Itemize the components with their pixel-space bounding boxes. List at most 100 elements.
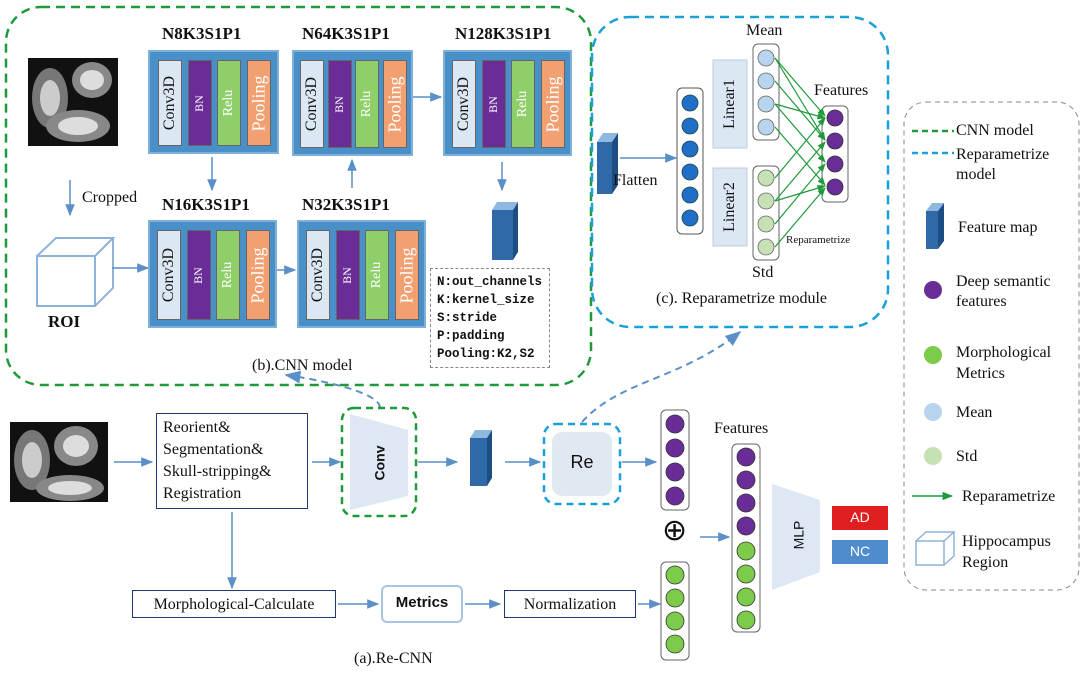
roi-cube	[36, 237, 116, 307]
legend-deep-1: Deep semantic	[956, 273, 1051, 290]
layer-conv3d-label: Conv3D	[455, 76, 473, 132]
reparametrize-small-label: Reparametrize	[786, 234, 851, 246]
legend-std: Std	[956, 448, 978, 465]
mlp-label-wrap: MLP	[778, 520, 818, 550]
layer-conv3d-label: Conv3D	[160, 75, 178, 131]
layer-bn-label: BN	[332, 95, 347, 113]
preprocess-step-4: Registration	[163, 485, 242, 502]
preprocess-step-3: Skull-stripping&	[163, 463, 272, 480]
std-label: Std	[752, 264, 774, 281]
reparam-features-column	[821, 105, 849, 203]
block-title-n32: N32K3S1P1	[302, 195, 390, 214]
concat-symbol: ⊕	[662, 513, 688, 548]
nc-box	[832, 540, 888, 564]
layer-pooling-label: Pooling	[384, 75, 405, 133]
linear1-box	[712, 59, 748, 149]
layer-bn-label: BN	[192, 94, 207, 112]
pipeline-green-dots	[665, 565, 685, 654]
layer-pooling: Pooling	[540, 60, 565, 148]
layer-pooling-label: Pooling	[396, 246, 417, 304]
layer-relu-label: Relu	[221, 89, 237, 117]
legend-purple-dot	[924, 281, 942, 299]
legend-morph-1: Morphological	[956, 344, 1052, 361]
reparam-module-border	[590, 15, 890, 329]
layer-conv3d-label: Conv3D	[302, 76, 320, 132]
layer-pooling: Pooling	[247, 60, 272, 146]
metrics-box	[381, 585, 463, 623]
mean-column	[752, 43, 780, 141]
combined-purple-dots	[736, 447, 756, 536]
legend-reparam-1: Reparametrize	[956, 146, 1050, 163]
reparam-features-dots	[826, 109, 844, 196]
reparam-features-label: Features	[814, 82, 869, 99]
layer-relu: Relu	[365, 230, 390, 320]
block-title-n8: N8K3S1P1	[162, 24, 242, 43]
pipeline-purple-dots	[665, 414, 685, 506]
conv-border	[340, 406, 418, 518]
pipeline-green-column	[660, 561, 690, 661]
cnn-block-n32: Conv3D BN Relu Pooling	[297, 220, 426, 328]
preprocess-step-2: Segmentation&	[163, 441, 264, 458]
legend-feature-map-icon	[926, 203, 944, 249]
layer-pooling-label: Pooling	[248, 74, 269, 132]
linear2-box	[712, 167, 748, 247]
mri-image-top	[28, 58, 118, 146]
legend-border	[903, 101, 1080, 591]
layer-bn-label: BN	[191, 266, 206, 284]
flatten-label: Flatten	[613, 172, 658, 189]
block-title-n64: N64K3S1P1	[302, 24, 390, 43]
layer-bn: BN	[327, 60, 352, 148]
pipeline-purple-column	[660, 409, 690, 511]
layer-conv3d: Conv3D	[452, 60, 477, 148]
layer-pooling-label: Pooling	[247, 246, 268, 304]
param-def-p: P:padding	[437, 329, 505, 343]
legend-reparam-2: model	[956, 166, 996, 183]
layer-bn: BN	[481, 60, 506, 148]
combined-features-column	[731, 443, 761, 633]
param-def-s: S:stride	[437, 311, 498, 325]
layer-conv3d-label: Conv3D	[309, 247, 327, 303]
reparametrize-arrows	[774, 57, 826, 248]
metrics-label: Metrics	[395, 594, 449, 611]
legend-hippo-2: Region	[962, 554, 1009, 571]
cnn-feature-map	[492, 202, 518, 260]
linear1-label-wrap: Linear1	[713, 60, 747, 148]
legend-mean-dot	[924, 403, 942, 421]
legend-morph-2: Metrics	[956, 365, 1005, 382]
legend-std-dot	[924, 447, 942, 465]
layer-conv3d: Conv3D	[157, 60, 182, 146]
cnn-model-caption: (b).CNN model	[252, 357, 353, 374]
param-def-pooling: Pooling:K2,S2	[437, 347, 535, 361]
ad-label: AD	[850, 509, 870, 525]
morph-calc-box: Morphological-Calculate	[132, 590, 336, 618]
conv-label: Conv	[371, 445, 387, 481]
layer-relu-label: Relu	[369, 261, 385, 289]
re-border	[542, 422, 622, 506]
legend-hippocampus-cube	[915, 531, 956, 566]
cropped-label: Cropped	[82, 189, 138, 206]
param-def-k: K:kernel_size	[437, 293, 535, 307]
legend-feature-map: Feature map	[958, 219, 1038, 236]
legend-reparametrize: Reparametrize	[962, 488, 1056, 505]
legend-green-dot	[924, 346, 942, 364]
legend-cnn-model: CNN model	[956, 122, 1034, 139]
roi-label: ROI	[48, 312, 81, 331]
pipeline-features-label: Features	[714, 420, 769, 437]
std-column	[752, 165, 780, 261]
ad-box	[832, 506, 888, 530]
layer-relu: Relu	[355, 60, 380, 148]
layer-bn: BN	[335, 230, 360, 320]
layer-relu-label: Relu	[220, 261, 236, 289]
layer-relu: Relu	[217, 60, 242, 146]
normalization-label: Normalization	[523, 596, 617, 613]
layer-bn-label: BN	[340, 266, 355, 284]
layer-relu: Relu	[511, 60, 536, 148]
morph-calc-label: Morphological-Calculate	[153, 596, 315, 613]
combined-green-dots	[736, 541, 756, 630]
re-block	[552, 432, 612, 496]
layer-bn: BN	[186, 230, 211, 320]
layer-pooling-label: Pooling	[542, 75, 563, 133]
param-definitions: N:out_channels K:kernel_size S:stride P:…	[430, 268, 550, 368]
